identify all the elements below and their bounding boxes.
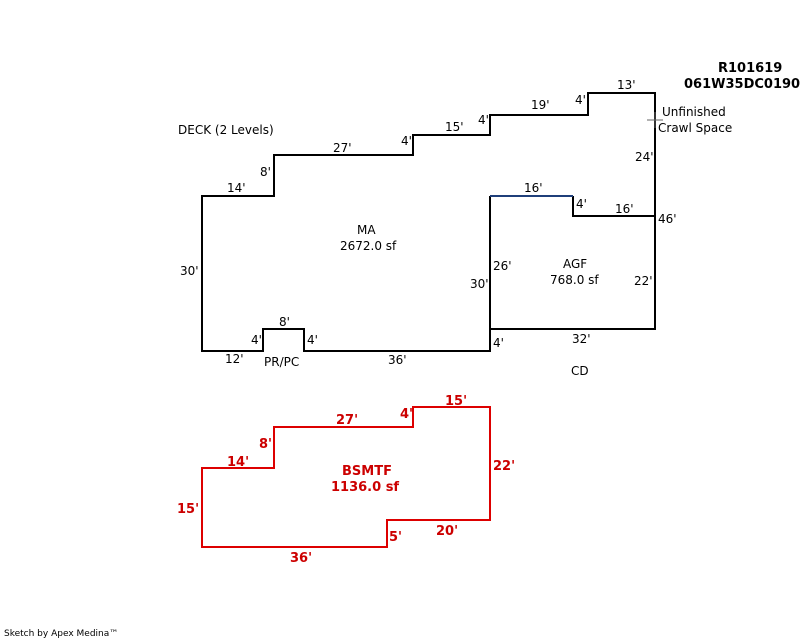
dim-label: 32'	[572, 332, 591, 346]
dim-label: 46'	[658, 212, 677, 226]
dim-label: 4'	[575, 93, 586, 107]
dim-label: 4'	[576, 197, 587, 211]
bsmtf-area: 1136.0 sf	[331, 480, 399, 495]
dim-label: 8'	[279, 315, 290, 329]
dim-label: 26'	[493, 259, 512, 273]
dim-label: 19'	[531, 98, 550, 112]
deck-note: DECK (2 Levels)	[178, 123, 274, 137]
cd-note: CD	[571, 364, 589, 378]
dim-label: 4'	[251, 333, 262, 347]
dim-label: 4'	[478, 113, 489, 127]
bsmt-dim-label: 27'	[336, 413, 358, 428]
dim-label: 15'	[445, 120, 464, 134]
main-area-outline	[201, 92, 656, 352]
dim-label: 36'	[388, 353, 407, 367]
agf-area: 768.0 sf	[550, 273, 599, 287]
pr-pc-note: PR/PC	[264, 355, 299, 369]
ma-area: 2672.0 sf	[340, 239, 397, 253]
parcel-id: R101619	[718, 61, 782, 76]
dim-label: 27'	[333, 141, 352, 155]
agf-label: AGF	[563, 257, 587, 271]
bsmt-dim-label: 22'	[493, 459, 515, 474]
crawl-space-marker	[647, 112, 663, 128]
dim-label: 13'	[617, 78, 636, 92]
dim-label: 12'	[225, 352, 244, 366]
basement-outline	[201, 406, 491, 548]
sketch-credit: Sketch by Apex Medina™	[4, 629, 118, 639]
dim-label: 30'	[180, 264, 199, 278]
dim-label: 24'	[635, 150, 654, 164]
bsmt-dim-label: 14'	[227, 455, 249, 470]
dim-label: 4'	[401, 134, 412, 148]
dim-label: 4'	[307, 333, 318, 347]
dim-label: 22'	[634, 274, 653, 288]
bsmt-dim-label: 20'	[436, 524, 458, 539]
dim-label: 14'	[227, 181, 246, 195]
bsmt-dim-label: 36'	[290, 551, 312, 566]
bsmt-dim-label: 4'	[400, 407, 413, 422]
agf-step-line	[572, 196, 655, 217]
bsmt-dim-label: 15'	[177, 502, 199, 517]
map-number: 061W35DC01900	[684, 77, 800, 92]
dim-label: 30'	[470, 277, 489, 291]
dim-label: 8'	[260, 165, 271, 179]
bsmt-dim-label: 5'	[389, 530, 402, 545]
bsmtf-label: BSMTF	[342, 464, 392, 479]
dim-label: 4'	[493, 336, 504, 350]
dim-label: 16'	[524, 181, 543, 195]
dim-label: 16'	[615, 202, 634, 216]
bsmt-dim-label: 15'	[445, 394, 467, 409]
bsmt-dim-label: 8'	[259, 437, 272, 452]
crawl-note-2: Crawl Space	[658, 121, 732, 135]
crawl-note-1: Unfinished	[662, 105, 726, 119]
ma-label: MA	[357, 223, 376, 237]
